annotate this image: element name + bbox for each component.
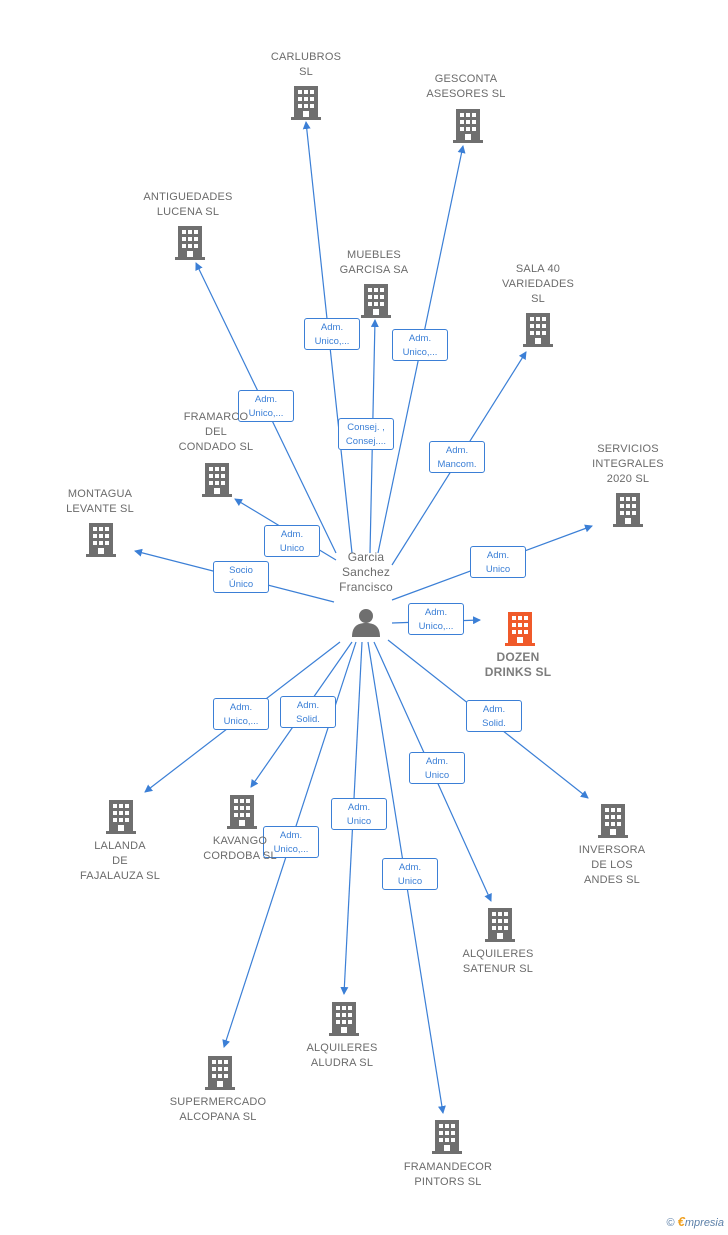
company-label-inversora[interactable]: INVERSORA DE LOS ANDES SL [578,844,646,886]
company-label-framarco[interactable]: FRAMARCO DEL CONDADO SL [178,411,254,453]
building-icon[interactable] [329,1002,359,1036]
edge-label-framandecor[interactable]: Adm. Unico [382,858,438,890]
nodes-layer [86,86,643,1154]
company-label-dozen[interactable]: DOZEN DRINKS SL [484,650,552,679]
person-label[interactable]: Garcia Sanchez Francisco [339,550,393,594]
edge-label-gesconta[interactable]: Adm. Unico,... [392,329,448,361]
edge-label-dozen[interactable]: Adm. Unico,... [408,603,464,635]
copyright-icon: © [666,1217,675,1229]
building-icon[interactable] [86,523,116,557]
building-icon[interactable] [505,612,535,646]
company-label-alcopana[interactable]: SUPERMERCADO ALCOPANA SL [169,1096,267,1123]
company-label-satenur[interactable]: ALQUILERES SATENUR SL [462,948,534,975]
building-icon[interactable] [453,109,483,143]
building-icon[interactable] [485,908,515,942]
edge-label-aludra[interactable]: Adm. Unico [331,798,387,830]
edge-label-montagua[interactable]: Socio Único [213,561,269,593]
building-icon[interactable] [175,226,205,260]
company-label-framandecor[interactable]: FRAMANDECOR PINTORS SL [403,1161,493,1188]
building-icon[interactable] [523,313,553,347]
brand-name: mpresia [684,1217,724,1229]
building-icon[interactable] [106,800,136,834]
edge-label-antiguedades[interactable]: Adm. Unico,... [238,390,294,422]
company-label-gesconta[interactable]: GESCONTA ASESORES SL [426,73,506,100]
edge-label-sala40[interactable]: Adm. Mancom. [429,441,485,473]
building-icon[interactable] [202,463,232,497]
edge-label-muebles[interactable]: Consej. , Consej.... [338,418,394,450]
company-label-antiguedades[interactable]: ANTIGUEDADES LUCENA SL [143,191,233,218]
building-icon[interactable] [227,795,257,829]
edge-label-servicios[interactable]: Adm. Unico [470,546,526,578]
company-label-muebles[interactable]: MUEBLES GARCISA SA [339,249,409,276]
company-label-carlubros[interactable]: CARLUBROS SL [270,51,342,78]
edge-label-kavango[interactable]: Adm. Solid. [280,696,336,728]
building-icon[interactable] [361,284,391,318]
edge-label-framarco[interactable]: Adm. Unico [264,525,320,557]
company-label-sala40[interactable]: SALA 40 VARIEDADES SL [501,263,575,305]
company-label-aludra[interactable]: ALQUILERES ALUDRA SL [306,1042,378,1069]
edge-label-satenur[interactable]: Adm. Unico [409,752,465,784]
company-label-lalanda[interactable]: LALANDA DE FAJALAUZA SL [79,840,161,882]
edge-label-carlubros[interactable]: Adm. Unico,... [304,318,360,350]
edge-label-lalanda[interactable]: Adm. Unico,... [213,698,269,730]
building-icon[interactable] [205,1056,235,1090]
company-label-kavango[interactable]: KAVANGO CORDOBA SL [203,835,277,862]
brand-logo-initial: € [677,1214,685,1229]
footer-brand[interactable]: © €mpresia [666,1214,724,1229]
person-icon[interactable] [352,609,380,637]
edge-label-alcopana[interactable]: Adm. Unico,... [263,826,319,858]
company-label-montagua[interactable]: MONTAGUA LEVANTE SL [66,488,134,515]
company-label-servicios[interactable]: SERVICIOS INTEGRALES 2020 SL [592,443,664,485]
building-icon[interactable] [432,1120,462,1154]
building-icon[interactable] [291,86,321,120]
building-icon[interactable] [613,493,643,527]
edge-label-inversora[interactable]: Adm. Solid. [466,700,522,732]
building-icon[interactable] [598,804,628,838]
